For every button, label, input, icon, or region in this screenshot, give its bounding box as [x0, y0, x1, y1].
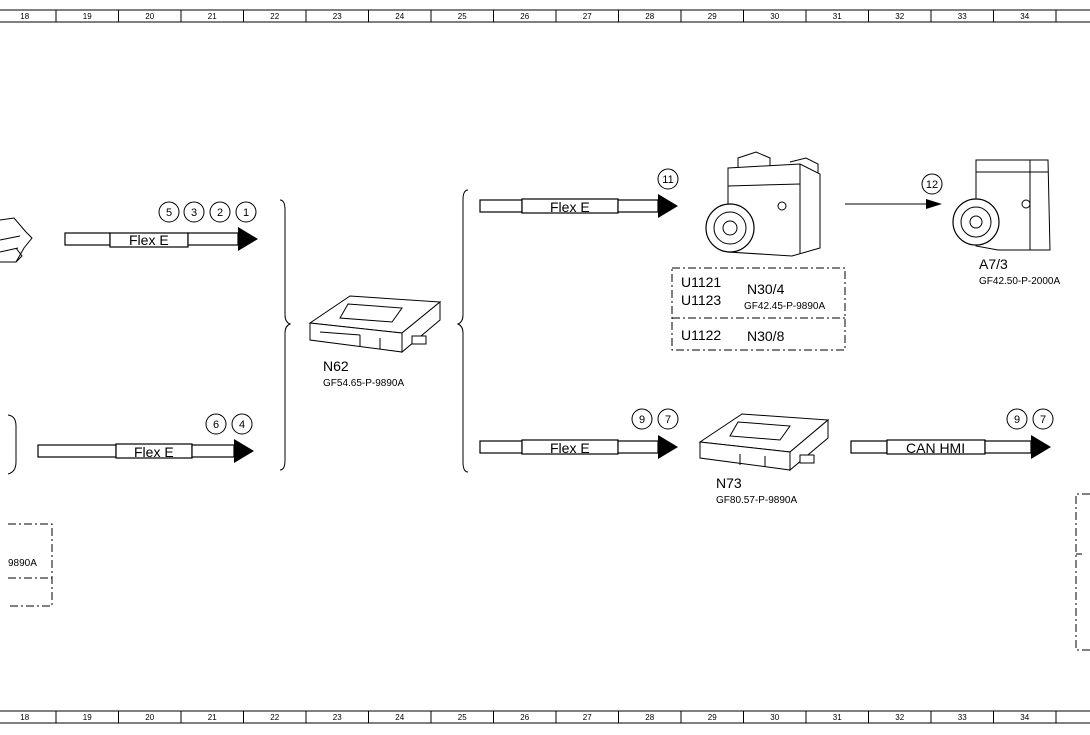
- circle-markers-left-lower: 6 4: [205, 413, 253, 435]
- top-ruler-column-number: 34: [1020, 12, 1029, 21]
- top-ruler-column-number: 19: [83, 12, 92, 21]
- circle-number: 3: [191, 207, 197, 219]
- top-ruler-column-number: 26: [520, 12, 529, 21]
- partial-component-left-lower: [7, 414, 17, 475]
- circle-marker-11: 11: [657, 168, 679, 190]
- n73-ref: GF80.57-P-9890A: [716, 495, 797, 506]
- bottom-ruler-column-number: 20: [145, 713, 154, 722]
- top-ruler-column-number: 27: [583, 12, 592, 21]
- top-ruler-column-number: 33: [958, 12, 967, 21]
- circle-number: 1: [243, 207, 249, 219]
- bottom-ruler-column-number: 27: [583, 713, 592, 722]
- n62-module-icon: [308, 295, 442, 354]
- partial-component-left-upper: [0, 217, 33, 263]
- bottom-ruler-column-number: 29: [708, 713, 717, 722]
- diag-code-u1121: U1121: [681, 274, 721, 290]
- circle-number: 7: [1040, 414, 1046, 426]
- diag-code-u1123: U1123: [681, 292, 721, 308]
- bottom-ruler-column-number: 19: [83, 713, 92, 722]
- partial-dashed-box-left: 9890A: [8, 523, 53, 607]
- top-ruler: 18 19 20 21 22 23 24 25 26 27 28 29 30 31 32 33 34: [0, 9, 1090, 23]
- top-ruler-column-number: 21: [208, 12, 217, 21]
- arrow-to-a73: [845, 199, 942, 209]
- circle-number: 11: [662, 174, 673, 186]
- circle-number: 4: [239, 419, 245, 431]
- n30-8-name: N30/8: [747, 328, 785, 344]
- bus-label: Flex E: [550, 199, 590, 215]
- bus-label: Flex E: [550, 440, 590, 456]
- bottom-ruler-column-number: 28: [645, 713, 654, 722]
- top-ruler-column-number: 29: [708, 12, 717, 21]
- flex-e-bus-right-upper: Flex E: [479, 194, 678, 218]
- flex-e-bus-left-lower: Flex E: [37, 439, 254, 463]
- n30-4-name: N30/4: [747, 281, 785, 297]
- bottom-ruler-column-number: 34: [1020, 713, 1029, 722]
- circle-number: 7: [665, 414, 671, 426]
- bottom-ruler-column-number: 31: [833, 713, 842, 722]
- a73-name: A7/3: [979, 256, 1008, 272]
- n62-ref: GF54.65-P-9890A: [323, 378, 404, 389]
- bus-label: CAN HMI: [906, 440, 965, 456]
- n30-dashed-box: [671, 267, 846, 351]
- top-ruler-column-number: 31: [833, 12, 842, 21]
- flex-e-bus-left-upper: Flex E: [64, 227, 258, 251]
- n73-name: N73: [716, 475, 742, 491]
- top-ruler-column-number: 25: [458, 12, 467, 21]
- bottom-ruler-column-number: 25: [458, 713, 467, 722]
- circle-number: 9: [639, 414, 645, 426]
- flex-e-bus-right-lower: Flex E: [479, 435, 678, 459]
- n30-hydraulic-unit-icon: [705, 151, 821, 257]
- bus-label: Flex E: [134, 444, 174, 460]
- bottom-ruler: 18 19 20 21 22 23 24 25 26 27 28 29 30 31 32 33 34: [0, 710, 1090, 724]
- bottom-ruler-column-number: 24: [395, 713, 404, 722]
- top-ruler-column-number: 24: [395, 12, 404, 21]
- a73-ref: GF42.50-P-2000A: [979, 276, 1060, 287]
- bottom-ruler-column-number: 26: [520, 713, 529, 722]
- brace-left: [279, 199, 292, 471]
- circle-marker-12: 12: [921, 173, 943, 195]
- circle-markers-can: 9 7: [1006, 408, 1054, 430]
- circle-number: 2: [217, 207, 223, 219]
- bottom-ruler-column-number: 21: [208, 713, 217, 722]
- top-ruler-column-number: 28: [645, 12, 654, 21]
- top-ruler-column-number: 20: [145, 12, 154, 21]
- bottom-ruler-column-number: 23: [333, 713, 342, 722]
- bottom-ruler-column-number: 30: [770, 713, 779, 722]
- bottom-ruler-column-number: 33: [958, 713, 967, 722]
- circle-number: 6: [213, 419, 219, 431]
- n30-4-ref: GF42.45-P-9890A: [744, 301, 825, 312]
- circle-number: 9: [1014, 414, 1020, 426]
- top-ruler-column-number: 32: [895, 12, 904, 21]
- circle-number: 5: [166, 207, 172, 219]
- partial-ref-label: 9890A: [8, 558, 37, 569]
- bottom-ruler-column-number: 22: [270, 713, 279, 722]
- n73-module-icon: [698, 413, 830, 472]
- bus-label: Flex E: [129, 232, 169, 248]
- partial-dashed-box-right: [1075, 493, 1090, 651]
- circle-markers-right-lower: 9 7: [631, 408, 679, 430]
- circle-number: 12: [926, 179, 938, 191]
- can-hmi-bus: CAN HMI: [850, 435, 1051, 459]
- top-ruler-column-number: 22: [270, 12, 279, 21]
- top-ruler-column-number: 18: [20, 12, 29, 21]
- top-ruler-column-number: 30: [770, 12, 779, 21]
- circle-markers-left-upper: 5 3 2 1: [158, 201, 257, 223]
- a73-unit-icon: [952, 159, 1051, 251]
- bottom-ruler-column-number: 32: [895, 713, 904, 722]
- n62-name: N62: [323, 358, 349, 374]
- top-ruler-column-number: 23: [333, 12, 342, 21]
- diag-code-u1122: U1122: [681, 327, 721, 343]
- bottom-ruler-column-number: 18: [20, 713, 29, 722]
- brace-right: [456, 189, 469, 473]
